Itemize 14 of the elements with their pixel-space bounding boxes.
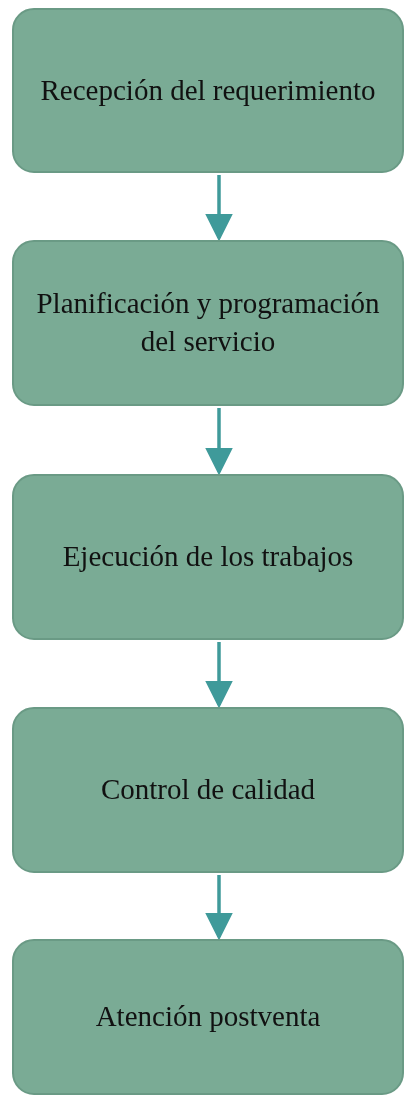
step-label: Control de calidad bbox=[100, 772, 316, 808]
step-label: Recepción del requerimiento bbox=[40, 72, 376, 108]
step-label: Ejecución de los trabajos bbox=[62, 539, 354, 575]
process-box bbox=[12, 939, 404, 1095]
process-box bbox=[12, 474, 404, 640]
arrow bbox=[205, 875, 233, 941]
arrow bbox=[205, 175, 233, 242]
process-box bbox=[12, 8, 404, 173]
arrow bbox=[205, 642, 233, 709]
process-box bbox=[12, 240, 404, 406]
process-box bbox=[12, 707, 404, 873]
arrow bbox=[205, 408, 233, 476]
step-label: Planificación y programación del servicio bbox=[35, 286, 381, 359]
step-label: Atención postventa bbox=[95, 999, 321, 1035]
